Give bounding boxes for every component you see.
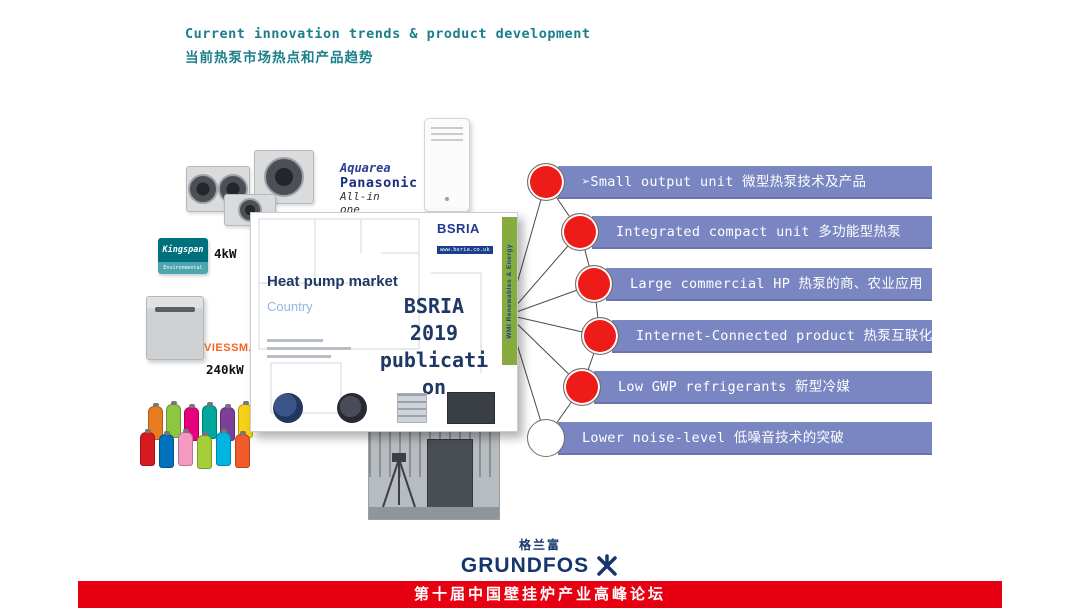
bullet-circle-white <box>527 419 565 457</box>
refrigerant-cylinders-photo <box>138 401 278 474</box>
refrigerant-cylinder <box>140 429 155 466</box>
viessmann-unit-photo <box>146 296 204 360</box>
forum-banner: 第十届中国壁挂炉产业高峰论坛 <box>78 581 1002 608</box>
thumbnail-photo <box>337 393 367 423</box>
slide-title: Current innovation trends & product deve… <box>185 26 591 66</box>
trend-label: Integrated compact unit 多功能型热泵 <box>616 224 902 240</box>
kingspan-sub: Environmental <box>158 262 208 274</box>
report-side-strip: WMI Renewables & Energy <box>502 217 517 365</box>
trend-bar-integrated-compact: Integrated compact unit 多功能型热泵 <box>561 213 932 251</box>
panasonic-label: Panasonic <box>340 174 418 191</box>
refrigerant-cylinder <box>166 401 181 438</box>
report-thumbnails <box>251 391 517 425</box>
trend-label: Lower noise-level 低噪音技术的突破 <box>582 430 845 446</box>
refrigerant-cylinder <box>202 402 217 439</box>
kingspan-logo: Kingspan Environmental <box>158 238 208 274</box>
bsria-url: www.bsria.co.uk <box>437 246 493 254</box>
kingspan-capacity: 4kW <box>214 246 237 261</box>
refrigerant-cylinder <box>235 431 250 468</box>
trend-label: Internet-Connected product 热泵互联化 <box>636 328 933 344</box>
grundfos-chinese: 格兰富 <box>518 538 561 552</box>
side-strip-label: WMI Renewables & Energy <box>506 243 513 339</box>
grundfos-wordmark: GRUNDFOS <box>460 554 590 577</box>
trend-bar-large-commercial: Large commercial HP 热泵的商、农业应用 <box>575 265 932 303</box>
meta-line <box>267 347 351 350</box>
bullet-circle-red <box>581 317 619 355</box>
thumbnail-photo <box>273 393 303 423</box>
kingspan-brand: Kingspan <box>158 238 208 262</box>
bsria-wordmark: BSRIA <box>437 221 480 236</box>
thumbnail-photo <box>397 393 427 423</box>
title-chinese: 当前热泵市场热点和产品趋势 <box>185 50 374 66</box>
tripod-icon <box>382 453 416 508</box>
ground <box>369 507 499 519</box>
meta-line <box>267 355 331 358</box>
test-cabinet <box>427 439 473 513</box>
report-meta-lines <box>267 339 351 363</box>
grundfos-mark-icon <box>597 554 617 576</box>
refrigerant-cylinder <box>197 432 212 469</box>
report-title: Heat pump market <box>267 273 398 290</box>
trend-bar-lower-noise: Lower noise-level 低噪音技术的突破 <box>527 419 932 457</box>
trend-bar-low-gwp: Low GWP refrigerants 新型冷媒 <box>563 368 932 406</box>
fan-icon <box>264 157 304 197</box>
report-subtitle: Country <box>267 299 313 314</box>
viessmann-capacity: 240kW <box>206 362 244 377</box>
trend-label: Low GWP refrigerants 新型冷媒 <box>618 379 851 395</box>
refrigerant-cylinder <box>216 429 231 466</box>
refrigerant-cylinder <box>148 403 163 440</box>
test-lab-photo <box>368 430 500 520</box>
trend-label: Large commercial HP 热泵的商、农业应用 <box>630 276 923 292</box>
overlay-line: publicati <box>379 348 489 372</box>
trend-label: ➢Small output unit 微型热泵技术及产品 <box>582 174 867 190</box>
fan-icon <box>187 174 218 204</box>
panasonic-unit-photo <box>424 118 470 212</box>
meta-line <box>267 339 323 342</box>
title-english: Current innovation trends & product deve… <box>185 26 591 42</box>
bullet-circle-red <box>575 265 613 303</box>
bsria-logo: BSRIA www.bsria.co.uk <box>437 221 501 255</box>
display-dot <box>445 197 449 201</box>
thumbnail-photo <box>447 392 495 424</box>
overlay-line: 2019 <box>409 321 459 345</box>
trend-bar-internet-connected: Internet-Connected product 热泵互联化 <box>581 317 933 355</box>
report-overlay-caption: BSRIA 2019 publicati on <box>369 293 499 401</box>
all-in-label: All-in <box>340 190 380 204</box>
refrigerant-cylinder <box>159 431 174 468</box>
vent-grille <box>431 127 463 141</box>
bullet-circle-red <box>563 368 601 406</box>
overlay-line: BSRIA <box>403 294 465 318</box>
trend-bar-small-output: ➢Small output unit 微型热泵技术及产品 <box>527 163 932 201</box>
refrigerant-cylinder <box>178 429 193 466</box>
aquarea-brand-text: Aquarea Panasonic All-in one <box>340 161 418 217</box>
bsria-report-cover: BSRIA www.bsria.co.uk WMI Renewables & E… <box>250 212 518 432</box>
grundfos-logo: 格兰富 GRUNDFOS <box>420 536 660 578</box>
bullet-circle-red <box>561 213 599 251</box>
bullet-circle-red <box>527 163 565 201</box>
vent-slot <box>155 307 195 312</box>
aquarea-label: Aquarea <box>340 161 391 175</box>
